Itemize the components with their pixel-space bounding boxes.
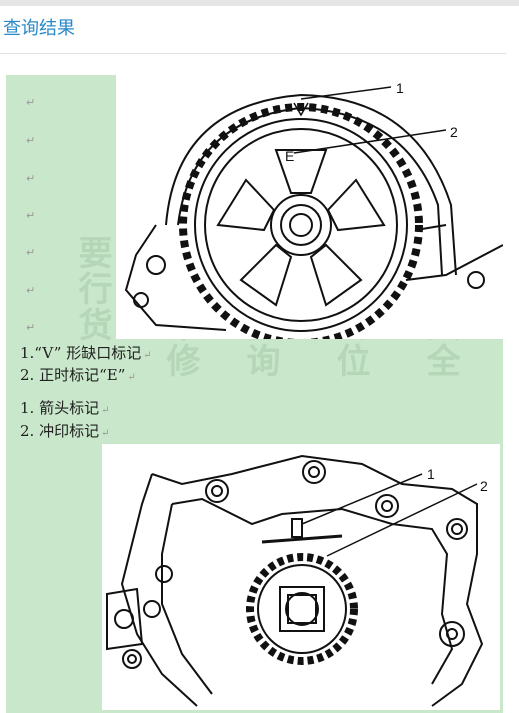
caption-text: 1. 箭头标记 (20, 399, 100, 417)
paragraph-mark: ↵ (26, 96, 36, 109)
paragraph-mark: ↵ (26, 172, 36, 185)
top-border (0, 0, 519, 6)
caption-arrow-mark: 1. 箭头标记↵ (20, 398, 109, 421)
paragraph-mark: ↵ (101, 405, 110, 416)
crank-sprocket-diagram: 1 2 (106, 454, 488, 707)
caption-punch-mark: 2. 冲印标记↵ (20, 421, 109, 444)
crank-sprocket-figure: 1 2 (102, 444, 500, 710)
paragraph-mark: ↵ (26, 321, 36, 334)
result-content: 要行货 汽车维修 资料查询 物资到位 资料大全 壹 ↵ ↵ ↵ ↵ ↵ ↵ ↵ (6, 75, 503, 713)
page-title: 查询结果 (3, 18, 75, 39)
title-divider (0, 53, 506, 54)
paragraph-mark: ↵ (127, 372, 136, 383)
caption-v-notch: 1.“V” 形缺口标记↵ (20, 343, 152, 366)
caption-text: 1.“V” 形缺口标记 (20, 344, 142, 362)
sprocket-diagram: 1 2 E (124, 80, 503, 339)
paragraph-mark: ↵ (101, 428, 110, 439)
callout-2: 2 (450, 124, 458, 140)
caption-timing-mark: 2. 正时标记“E”↵ (20, 365, 136, 388)
caption-text: 2. 正时标记“E” (20, 366, 126, 384)
callout-1: 1 (427, 466, 435, 482)
timing-mark-e: E (285, 148, 294, 164)
paragraph-mark: ↵ (26, 246, 36, 259)
callout-2: 2 (480, 478, 488, 494)
watermark-column: 要行货 (72, 235, 112, 343)
camshaft-sprocket-figure: 1 2 E (116, 75, 503, 339)
paragraph-mark: ↵ (26, 209, 36, 222)
callout-1: 1 (396, 80, 404, 96)
paragraph-mark: ↵ (143, 350, 152, 361)
paragraph-mark: ↵ (26, 284, 36, 297)
paragraph-mark: ↵ (26, 134, 36, 147)
caption-text: 2. 冲印标记 (20, 422, 100, 440)
